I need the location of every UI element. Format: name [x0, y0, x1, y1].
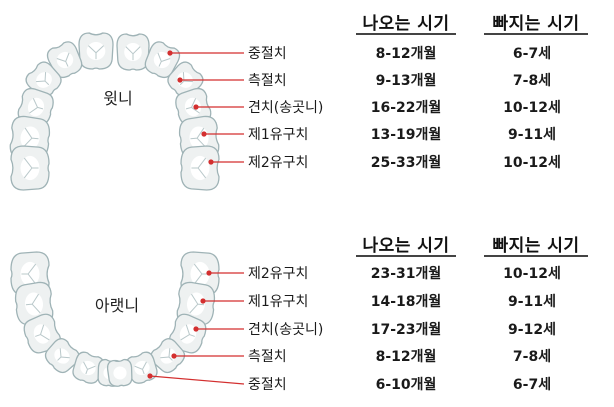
upper-row-1-erupt: 8-12개월: [375, 46, 437, 62]
upper-row-2-erupt: 9-13개월: [375, 73, 437, 89]
upper-row-4-shed: 9-11세: [508, 127, 556, 143]
upper-row-2-name: 측절치: [248, 73, 287, 89]
lower-row-5-erupt: 6-10개월: [375, 377, 437, 393]
lower-erupt-header: 나오는 시기: [362, 236, 450, 256]
lower-row-1-erupt: 23-31개월: [370, 266, 442, 282]
lower-shed-header: 빠지는 시기: [492, 236, 580, 256]
lower-row-4-shed: 7-8세: [512, 349, 552, 365]
lower-row-1-name: 제2유구치: [248, 266, 309, 282]
upper-shed-header: 빠지는 시기: [492, 14, 580, 34]
lower-row-3-name: 견치(송곳니): [248, 322, 324, 338]
upper-arch: [9, 32, 220, 191]
lower-row-4-erupt: 8-12개월: [375, 349, 437, 365]
upper-row-3-name: 견치(송곳니): [248, 100, 324, 116]
lower-jaw-label: 아랫니: [94, 296, 140, 315]
lower-row-2-erupt: 14-18개월: [370, 294, 442, 310]
lower-row-1-shed: 10-12세: [503, 266, 561, 282]
lower-row-3-shed: 9-12세: [508, 322, 556, 338]
upper-erupt-header: 나오는 시기: [362, 14, 450, 34]
lower-row-5-name: 중절치: [248, 377, 287, 393]
upper-row-4-name: 제1유구치: [248, 127, 309, 143]
upper-row-5-erupt: 25-33개월: [370, 155, 442, 171]
lower-shed-underline: [484, 255, 588, 257]
lower-erupt-underline: [356, 255, 456, 257]
upper-row-5-name: 제2유구치: [248, 155, 309, 171]
upper-leader-lines: [167, 50, 244, 165]
upper-row-1-shed: 6-7세: [512, 46, 552, 62]
lower-row-4-name: 측절치: [248, 349, 287, 365]
lower-row-2-shed: 9-11세: [508, 294, 556, 310]
upper-row-2-shed: 7-8세: [512, 73, 552, 89]
upper-row-4-erupt: 13-19개월: [370, 127, 442, 143]
upper-row-3-erupt: 16-22개월: [370, 100, 442, 116]
upper-erupt-underline: [356, 33, 456, 35]
lower-row-3-erupt: 17-23개월: [370, 322, 442, 338]
lower-row-5-shed: 6-7세: [512, 377, 552, 393]
lower-row-2-name: 제1유구치: [248, 294, 309, 310]
lower-arch: [10, 251, 220, 387]
lower-leader-lines: [147, 270, 245, 385]
upper-jaw-label: 윗니: [103, 89, 133, 108]
upper-shed-underline: [484, 33, 588, 35]
upper-row-3-shed: 10-12세: [503, 100, 561, 116]
upper-row-1-name: 중절치: [248, 46, 287, 62]
upper-row-5-shed: 10-12세: [503, 155, 561, 171]
